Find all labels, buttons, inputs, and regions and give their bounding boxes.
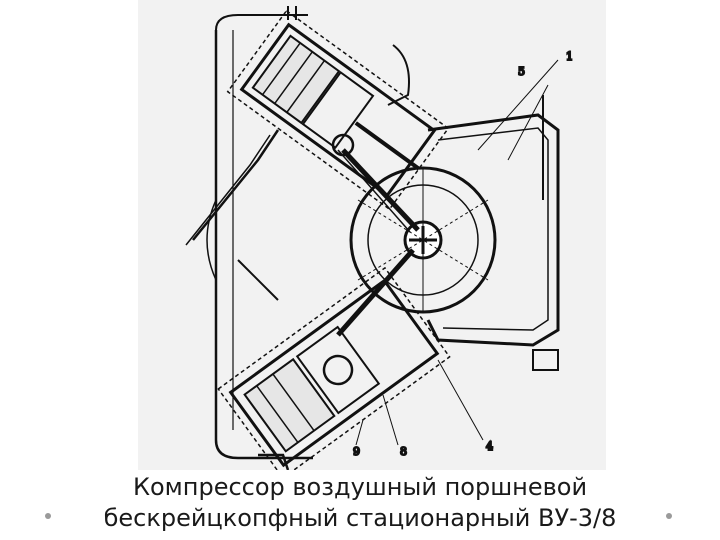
callout-8: 8	[400, 445, 407, 458]
air-receiver	[206, 6, 410, 460]
bullet-right	[666, 513, 672, 519]
callout-4: 4	[486, 440, 493, 453]
callout-1: 1	[566, 50, 573, 63]
callout-9: 9	[353, 445, 360, 458]
intercooler-pipe	[185, 129, 290, 470]
callout-leaders	[355, 59, 559, 446]
caption-line-2: бескрейцкопфный стационарный ВУ-3/8	[103, 504, 617, 532]
crank-disk	[349, 166, 497, 314]
lower-cylinder	[217, 266, 451, 470]
slide-caption: Компрессор воздушный поршневой бескрейцк…	[0, 472, 720, 534]
bullet-left	[45, 513, 51, 519]
connecting-rods	[331, 133, 420, 337]
callout-5: 5	[518, 65, 525, 78]
compressor-section-svg: 1 5 4 8 9	[185, 6, 574, 470]
compressor-drawing: 1 5 4 8 9	[138, 0, 606, 470]
crankcase	[426, 95, 560, 371]
upper-cylinder	[226, 9, 450, 211]
caption-line-1: Компрессор воздушный поршневой	[132, 473, 588, 501]
